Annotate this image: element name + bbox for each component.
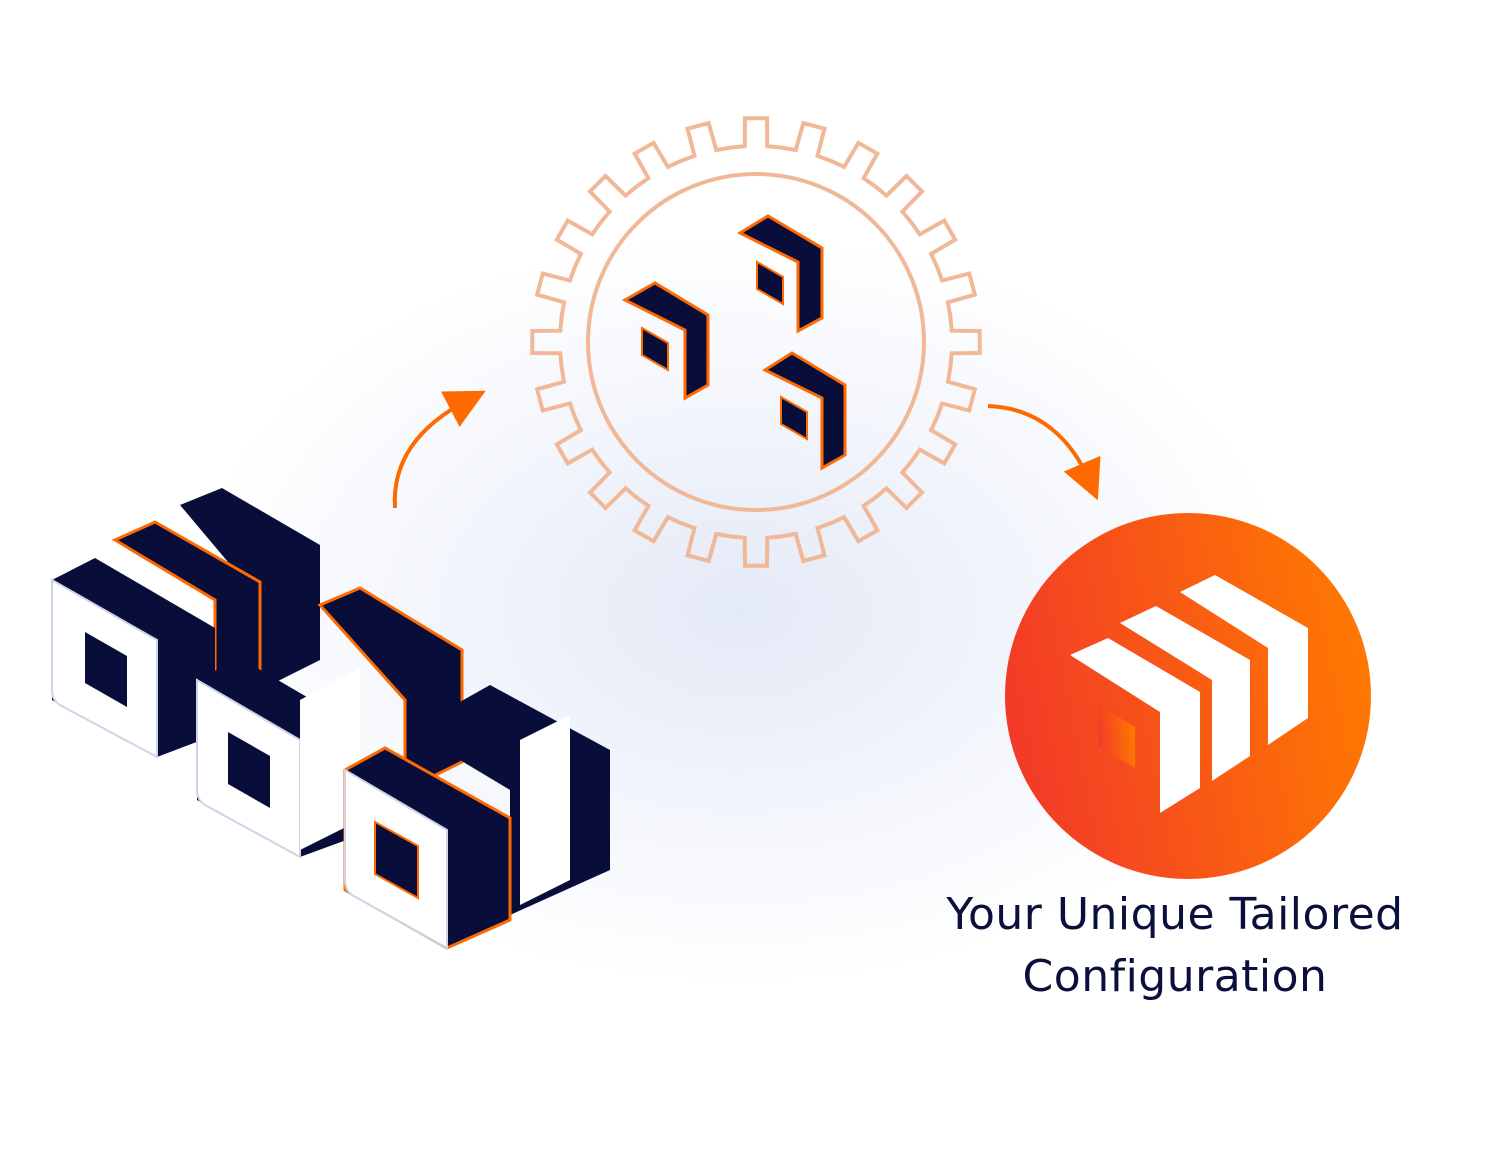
arrow-in-icon — [392, 390, 486, 509]
brand-logo-badge-icon — [1005, 513, 1371, 879]
glyph-icon — [621, 281, 710, 401]
arrow-out-icon — [987, 404, 1101, 501]
block-tile-icon — [51, 558, 215, 759]
gear-icon — [530, 116, 982, 568]
caption-line-2: Configuration — [1022, 951, 1328, 1002]
caption-line-1: Your Unique Tailored — [946, 889, 1404, 940]
block-pile-icon — [51, 488, 610, 950]
result-caption: Your Unique Tailored Configuration — [900, 884, 1450, 1008]
glyph-icon — [761, 351, 847, 471]
block-tile-icon — [196, 658, 360, 859]
block-tile-icon — [343, 685, 610, 950]
glyph-icon — [736, 214, 824, 334]
